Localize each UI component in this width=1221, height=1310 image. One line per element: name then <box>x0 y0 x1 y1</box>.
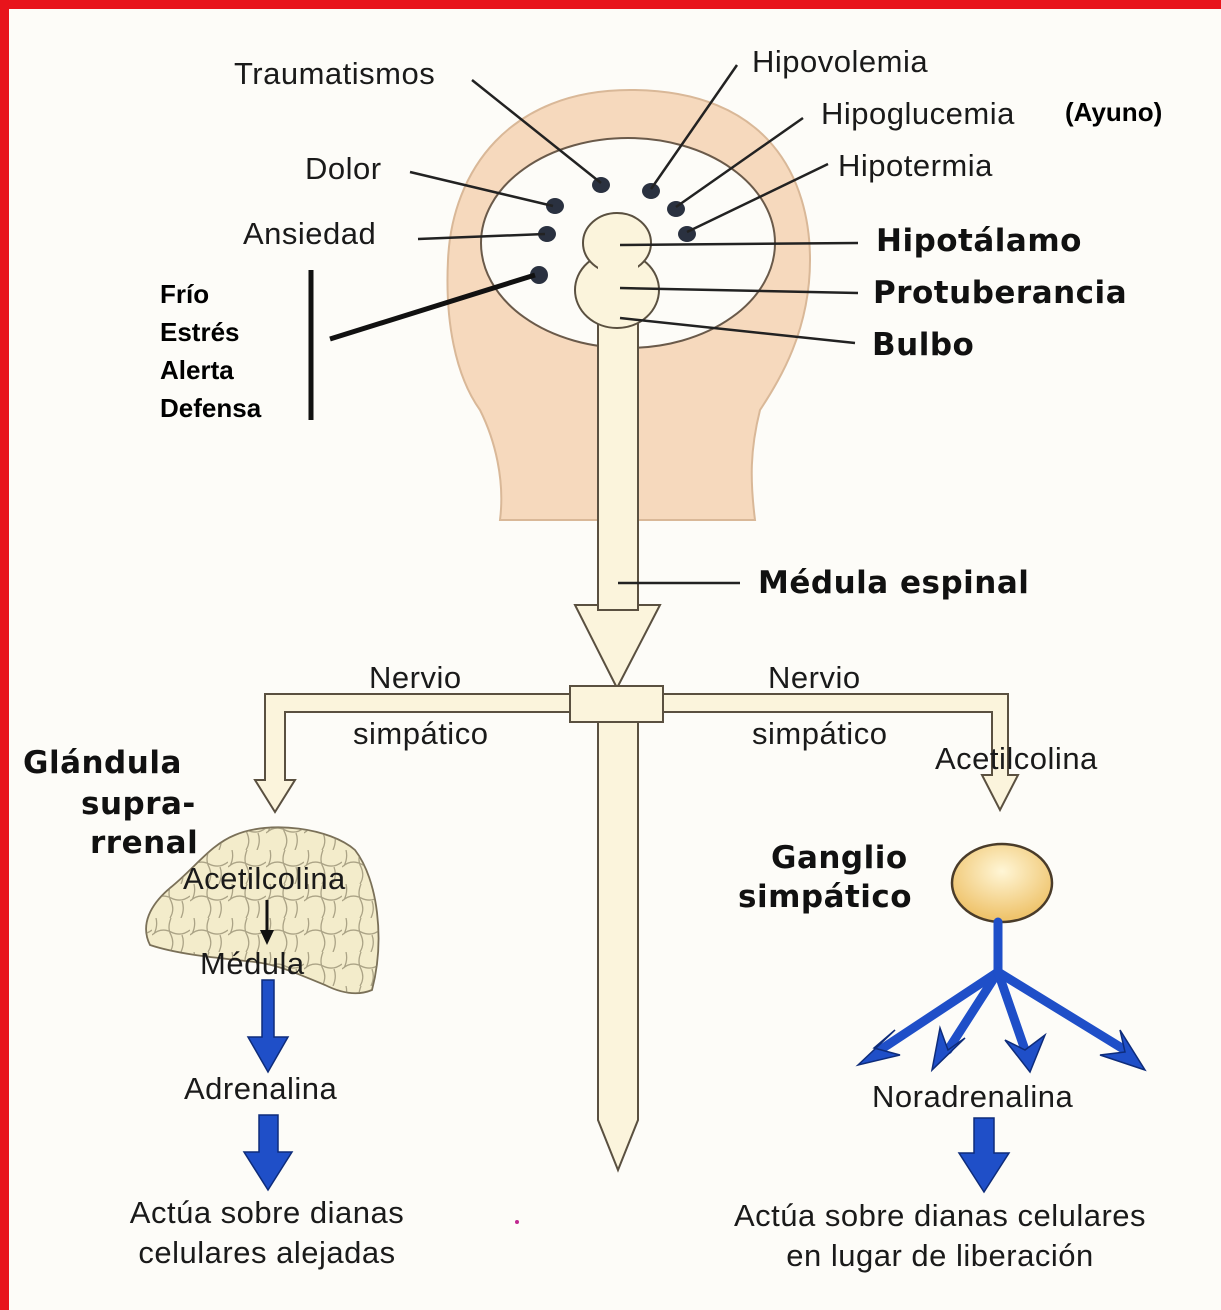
label-medula: Médula <box>200 948 305 979</box>
label-gland-line1: Glándula <box>23 748 182 779</box>
lower-cord <box>598 722 638 1170</box>
label-ansiedad: Ansiedad <box>243 218 376 249</box>
label-adrenalina: Adrenalina <box>184 1073 337 1104</box>
label-right-acetilcolina: Acetilcolina <box>935 743 1098 774</box>
label-hipoglucemia: Hipoglucemia <box>821 98 1015 129</box>
label-left-simpatico: simpático <box>353 718 488 749</box>
label-right-effect-line2: en lugar de liberación <box>690 1240 1190 1271</box>
label-estres: Estrés <box>160 319 240 345</box>
spinal-junction <box>570 686 663 722</box>
label-bulbo: Bulbo <box>872 330 974 361</box>
label-alerta: Alerta <box>160 357 234 383</box>
label-defensa: Defensa <box>160 395 261 421</box>
label-protuberancia: Protuberancia <box>873 278 1127 309</box>
label-right-nervio: Nervio <box>768 662 861 693</box>
label-medula-espinal: Médula espinal <box>758 568 1029 599</box>
speck <box>515 1220 519 1224</box>
label-dolor: Dolor <box>305 153 382 184</box>
label-hipovolemia: Hipovolemia <box>752 46 928 77</box>
label-hipotalamo: Hipotálamo <box>876 226 1082 257</box>
label-ganglion-line1: Ganglio <box>771 843 908 874</box>
label-ayuno: (Ayuno) <box>1065 99 1162 125</box>
label-frio: Frío <box>160 281 209 307</box>
label-left-effect-line1: Actúa sobre dianas <box>104 1197 430 1228</box>
label-right-effect-line1: Actúa sobre dianas celulares <box>690 1200 1190 1231</box>
label-hipotermia: Hipotermia <box>838 150 993 181</box>
label-right-simpatico: simpático <box>752 718 887 749</box>
sympathetic-ganglion <box>952 844 1052 922</box>
label-traumatismos: Traumatismos <box>234 58 435 89</box>
label-noradrenalina: Noradrenalina <box>872 1081 1073 1112</box>
label-left-effect-line2: celulares alejadas <box>104 1237 430 1268</box>
label-left-nervio: Nervio <box>369 662 462 693</box>
label-gland-line2: supra- <box>81 789 196 820</box>
label-left-acetilcolina: Acetilcolina <box>183 863 346 894</box>
right-blue-arrows <box>880 922 1125 1050</box>
label-gland-line3: rrenal <box>90 828 198 859</box>
label-ganglion-line2: simpático <box>738 882 912 913</box>
